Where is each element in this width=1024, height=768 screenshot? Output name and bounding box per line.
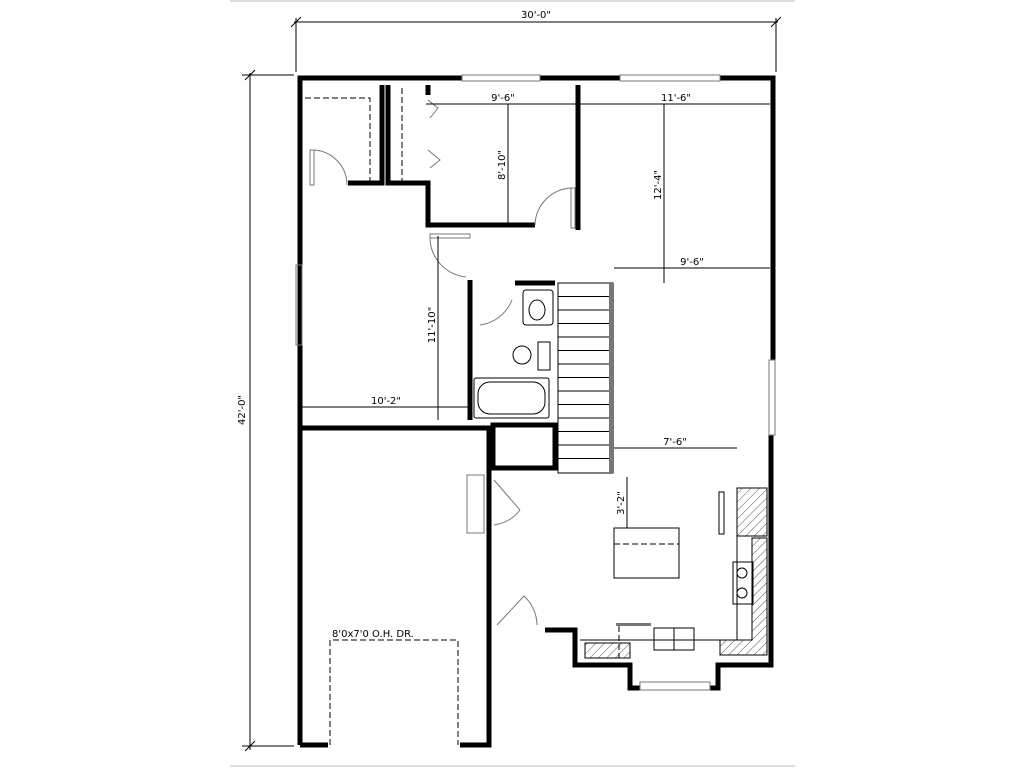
overall-depth-dimension: 42'-0" <box>237 69 294 752</box>
doors <box>309 99 576 626</box>
bathroom-fixtures <box>473 289 554 419</box>
windows <box>295 74 776 691</box>
dim-11-6: 11'-6" <box>661 93 691 104</box>
toilet <box>512 345 532 365</box>
stairs <box>557 282 614 474</box>
stair-rail <box>609 283 614 473</box>
interior-walls <box>348 85 581 471</box>
dim-11-10: 11'-10" <box>427 307 438 343</box>
dim-12-4: 12'-4" <box>653 170 664 200</box>
refrigerator <box>736 487 768 537</box>
garage-door-label: 8'0x7'0 O.H. DR. <box>332 629 414 640</box>
dim-10-2: 10'-2" <box>371 396 401 407</box>
kitchen <box>580 487 768 659</box>
overall-width-label: 30'-0" <box>521 10 551 21</box>
dim-7-6: 7'-6" <box>663 437 687 448</box>
toilet-tank <box>537 341 551 371</box>
dim-9-6-living: 9'-6" <box>680 257 704 268</box>
garage-door: 8'0x7'0 O.H. DR. <box>329 629 459 745</box>
bathtub <box>473 377 550 419</box>
cooktop <box>732 561 754 605</box>
dim-8-10: 8'-10" <box>497 150 508 180</box>
dim-3-2: 3'-2" <box>616 491 627 515</box>
overall-depth-label: 42'-0" <box>237 395 248 425</box>
sink <box>522 289 554 326</box>
dim-9-6-top: 9'-6" <box>491 93 515 104</box>
exterior-walls <box>297 75 776 748</box>
kitchen-island <box>613 527 680 579</box>
interior-dimensions: 9'-6" 11'-6" 8'-10" 12'-4" 9'-6" 11'-10"… <box>302 93 770 528</box>
overall-width-dimension: 30'-0" <box>290 10 782 72</box>
